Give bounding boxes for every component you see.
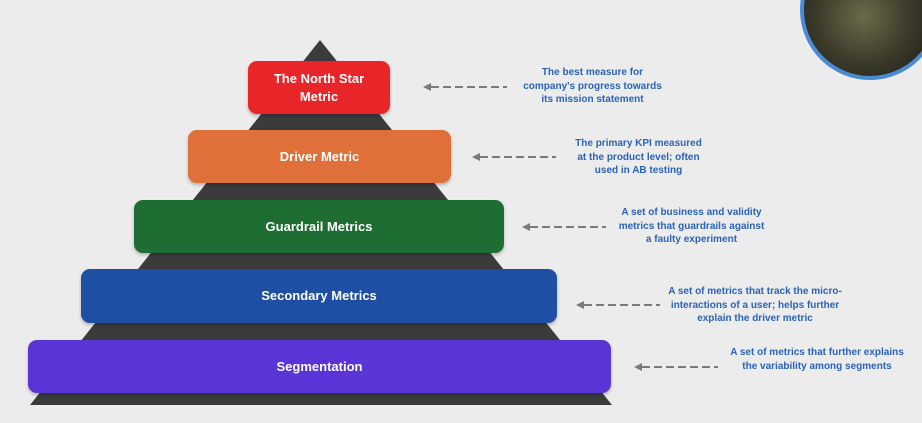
level-guardrail-metrics: Guardrail Metrics [134, 200, 504, 253]
level-label: Segmentation [276, 358, 363, 374]
desc-line: A set of business and validity [621, 207, 762, 218]
desc-line: metrics that guardrails against [618, 220, 765, 232]
arrow-segmentation [634, 363, 718, 371]
desc-line: the variability among segments [742, 360, 892, 372]
description-north-star: The best measure for company's progress … [505, 66, 680, 107]
level-driver-metric: Driver Metric [188, 130, 451, 183]
desc-line: The best measure for [541, 67, 644, 78]
arrow-north-star [423, 83, 507, 91]
arrow-guardrail [522, 223, 606, 231]
desc-line: The primary KPI measured [575, 138, 702, 149]
arrow-driver [472, 153, 556, 161]
desc-line: its mission statement [541, 94, 644, 105]
desc-line: used in AB testing [594, 165, 683, 176]
arrow-secondary [576, 301, 660, 309]
description-segmentation: A set of metrics that further explains t… [717, 346, 917, 373]
desc-line: explain the driver metric [697, 313, 813, 324]
level-label-line1: The North Star [273, 70, 365, 86]
level-label: Guardrail Metrics [265, 218, 373, 234]
description-driver: The primary KPI measured at the product … [551, 137, 726, 178]
desc-line: a faulty experiment [645, 234, 738, 245]
desc-line: interactions of a user; helps further [670, 299, 840, 311]
description-guardrail: A set of business and validity metrics t… [604, 206, 779, 247]
description-secondary: A set of metrics that track the micro- i… [655, 285, 855, 326]
desc-line: A set of metrics that further explains [730, 347, 904, 358]
level-label: Secondary Metrics [261, 288, 377, 304]
desc-line: company's progress towards [523, 80, 662, 92]
level-label-line2: Metric [299, 88, 339, 104]
level-secondary-metrics: Secondary Metrics [81, 269, 557, 323]
desc-line: at the product level; often [577, 151, 700, 163]
level-segmentation: Segmentation [28, 340, 611, 393]
level-north-star-metric: The North Star Metric [248, 61, 390, 114]
desc-line: A set of metrics that track the micro- [668, 286, 842, 297]
level-label: Driver Metric [279, 148, 360, 164]
